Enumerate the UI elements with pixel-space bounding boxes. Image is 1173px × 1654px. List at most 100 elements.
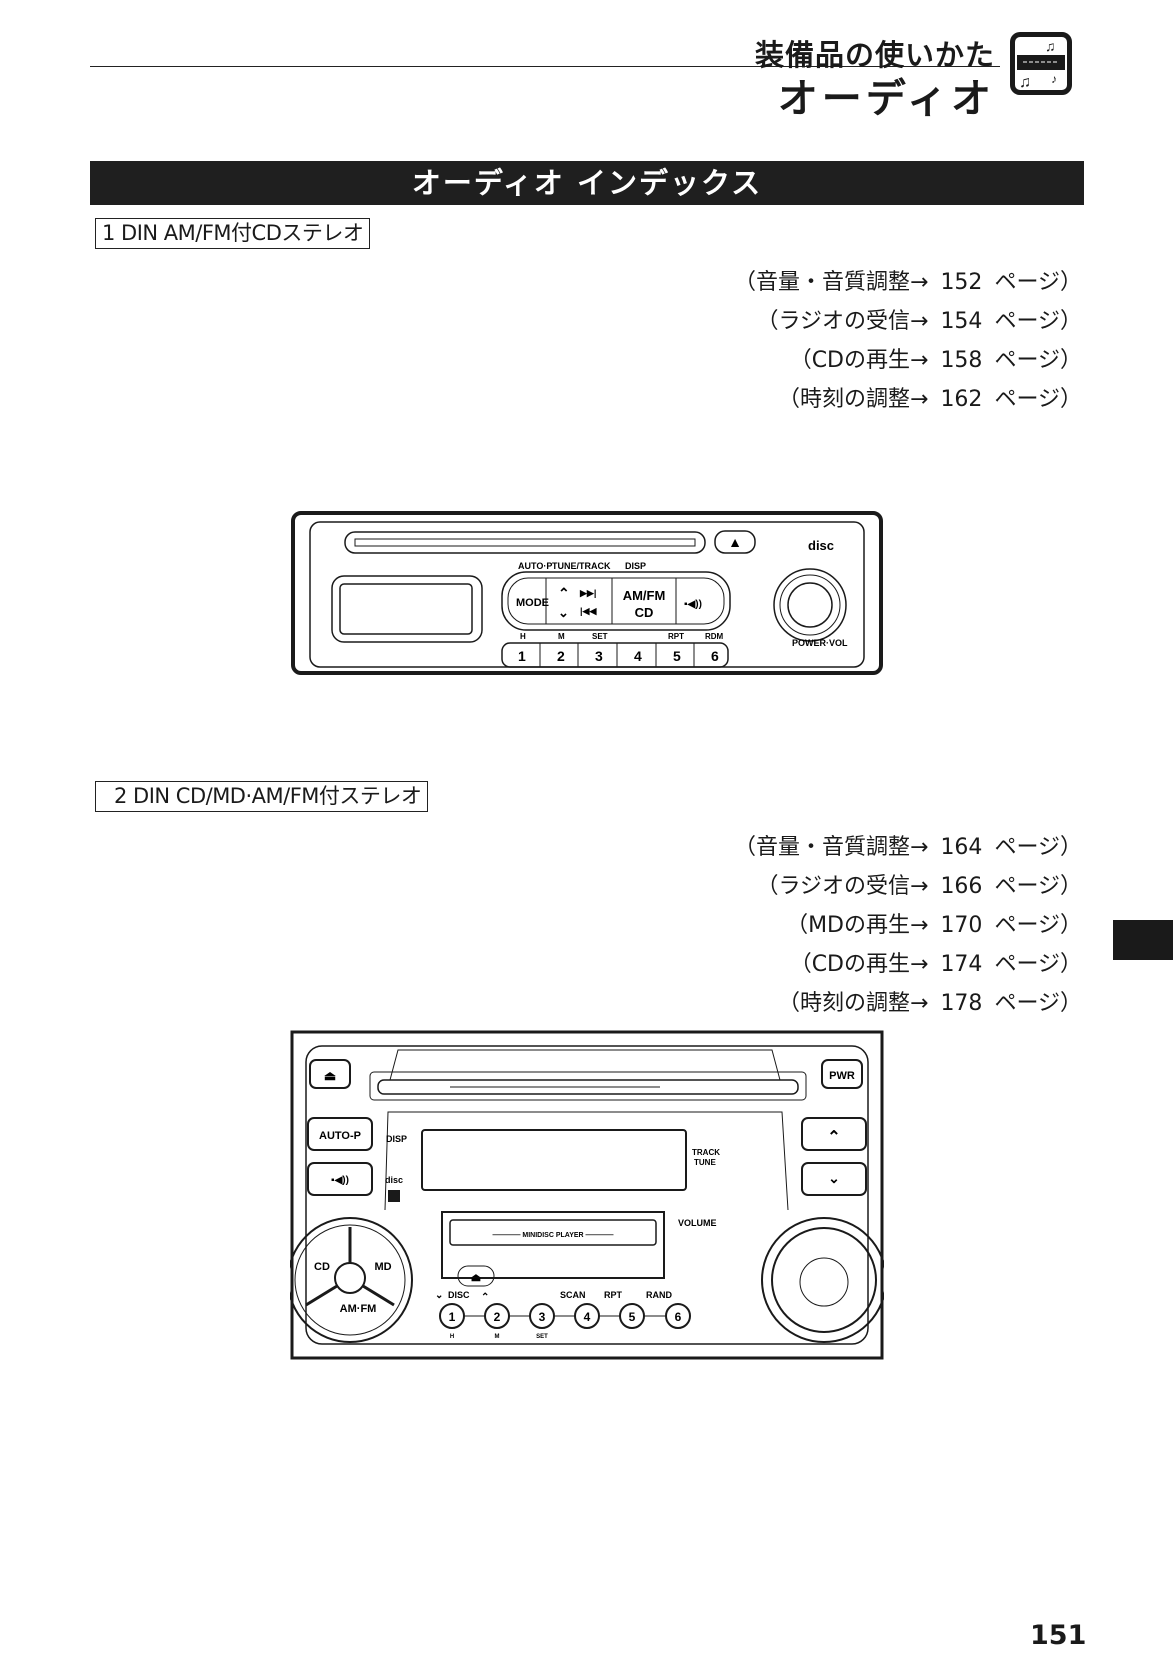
ref-item[interactable]: （ラジオの受信→ 154 ページ） [756,303,1082,335]
svg-text:disc: disc [385,1175,403,1185]
ref-page: 166 [940,874,983,899]
svg-text:———— MINIDISC PLAYER ————: ———— MINIDISC PLAYER ———— [492,1232,613,1239]
svg-text:M: M [495,1334,500,1340]
svg-text:3: 3 [595,648,603,664]
svg-text:TRACK: TRACK [692,1148,720,1157]
svg-text:DISC: DISC [448,1290,470,1300]
ref-page: 154 [940,309,983,334]
power-button [821,1059,863,1089]
ref-item[interactable]: （音量・音質調整→ 152 ページ） [734,264,1082,296]
ref-unit: ページ） [994,348,1082,373]
ref-page: 174 [940,952,983,977]
chapter-index-tab[interactable] [1113,920,1173,960]
page-number: 151 [1030,1620,1087,1651]
ref-unit: ページ） [994,835,1082,860]
ref-label: （音量・音質調整→ [734,270,929,295]
ref-page: 162 [940,387,983,412]
track-up-button [801,1117,867,1151]
ref-page: 152 [940,270,983,295]
ref-item[interactable]: （ラジオの受信→ 166 ページ） [756,868,1082,900]
eject-button [714,530,756,554]
ref-unit: ページ） [994,270,1082,295]
svg-text:▲: ▲ [728,534,742,550]
chapter-category: 装備品の使いかた [754,38,995,72]
svg-text:5: 5 [629,1310,636,1324]
display [339,583,473,635]
ref-page: 158 [940,348,983,373]
svg-text:2: 2 [557,648,565,664]
sound-button [307,1162,373,1196]
svg-text:▶▶|: ▶▶| [579,588,596,598]
mode-button: MODE [516,597,549,609]
svg-text:PWR: PWR [829,1070,855,1082]
svg-text:♪: ♪ [1051,72,1057,86]
ref-label: （時刻の調整→ [778,387,929,412]
svg-text:DISP: DISP [386,1134,407,1144]
ref-item[interactable]: （時刻の調整→ 162 ページ） [778,381,1082,413]
disc-logo: disc [808,538,834,553]
svg-text:AUTO-P: AUTO-P [319,1130,361,1142]
amfm-mode-button: AM·FM [340,1303,377,1315]
cd-button: CD [635,605,654,620]
svg-text:SCAN: SCAN [560,1290,586,1300]
ref-label: （CDの再生→ [789,952,929,977]
svg-text:⌄: ⌄ [558,605,569,620]
ref-unit: ページ） [994,309,1082,334]
eject-button [309,1059,351,1089]
svg-text:RPT: RPT [668,632,684,641]
svg-text:RDM: RDM [705,632,724,641]
svg-text:♫: ♫ [1019,74,1031,90]
svg-text:⌃: ⌃ [558,585,570,601]
ref-label: （ラジオの受信→ [756,874,929,899]
svg-text:⌃: ⌃ [827,1129,840,1146]
svg-text:⌄: ⌄ [435,1290,443,1301]
din1-stereo-illustration: ▲ disc AUTO·P TUNE/TRACK DISP MODE ⌃ ⌄ ▶▶… [291,511,883,675]
ref-label: （音量・音質調整→ [734,835,929,860]
svg-text:AUTO·P: AUTO·P [518,561,552,571]
svg-text:⌄: ⌄ [828,1170,840,1186]
svg-text:1: 1 [449,1310,456,1324]
svg-text:1: 1 [518,648,526,664]
section-title-bar: オーディオ インデックス [90,161,1084,205]
svg-text:4: 4 [634,648,642,664]
power-volume-knob [787,582,833,628]
svg-text:3: 3 [539,1310,546,1324]
header-rule [90,66,1000,67]
ref-label: （MDの再生→ [786,913,929,938]
svg-text:6: 6 [711,648,719,664]
ref-label: （ラジオの受信→ [756,309,929,334]
svg-text:6: 6 [675,1310,682,1324]
display [421,1129,687,1191]
svg-text:⌃: ⌃ [481,1292,489,1303]
ref-unit: ページ） [994,874,1082,899]
ref-unit: ページ） [994,387,1082,412]
svg-text:DISP: DISP [625,561,646,571]
auto-p-button [307,1117,373,1151]
unit1-label: 1 DIN AM/FM付CDステレオ [95,218,371,249]
ref-unit: ページ） [994,991,1082,1016]
svg-text:TUNE/TRACK: TUNE/TRACK [552,561,611,571]
svg-text:H: H [520,632,526,641]
md-mode-button: MD [374,1261,391,1273]
svg-text:2: 2 [494,1310,501,1324]
ref-label: （時刻の調整→ [778,991,929,1016]
amfm-button: AM/FM [623,588,666,603]
svg-text:4: 4 [584,1310,591,1324]
svg-text:M: M [558,632,565,641]
svg-text:⏏: ⏏ [471,1272,482,1284]
ref-page: 170 [940,913,983,938]
svg-text:H: H [450,1334,454,1340]
unit2-label: 2 DIN CD/MD·AM/FM付ステレオ [95,781,429,812]
audio-music-icon: ♫ ♫ ♪ [1010,32,1072,95]
svg-text:▪◀)): ▪◀)) [684,599,702,610]
svg-text:VOLUME: VOLUME [678,1218,717,1228]
svg-text:⏏: ⏏ [324,1068,336,1083]
svg-text:♫: ♫ [1045,38,1056,54]
svg-text:5: 5 [673,648,681,664]
